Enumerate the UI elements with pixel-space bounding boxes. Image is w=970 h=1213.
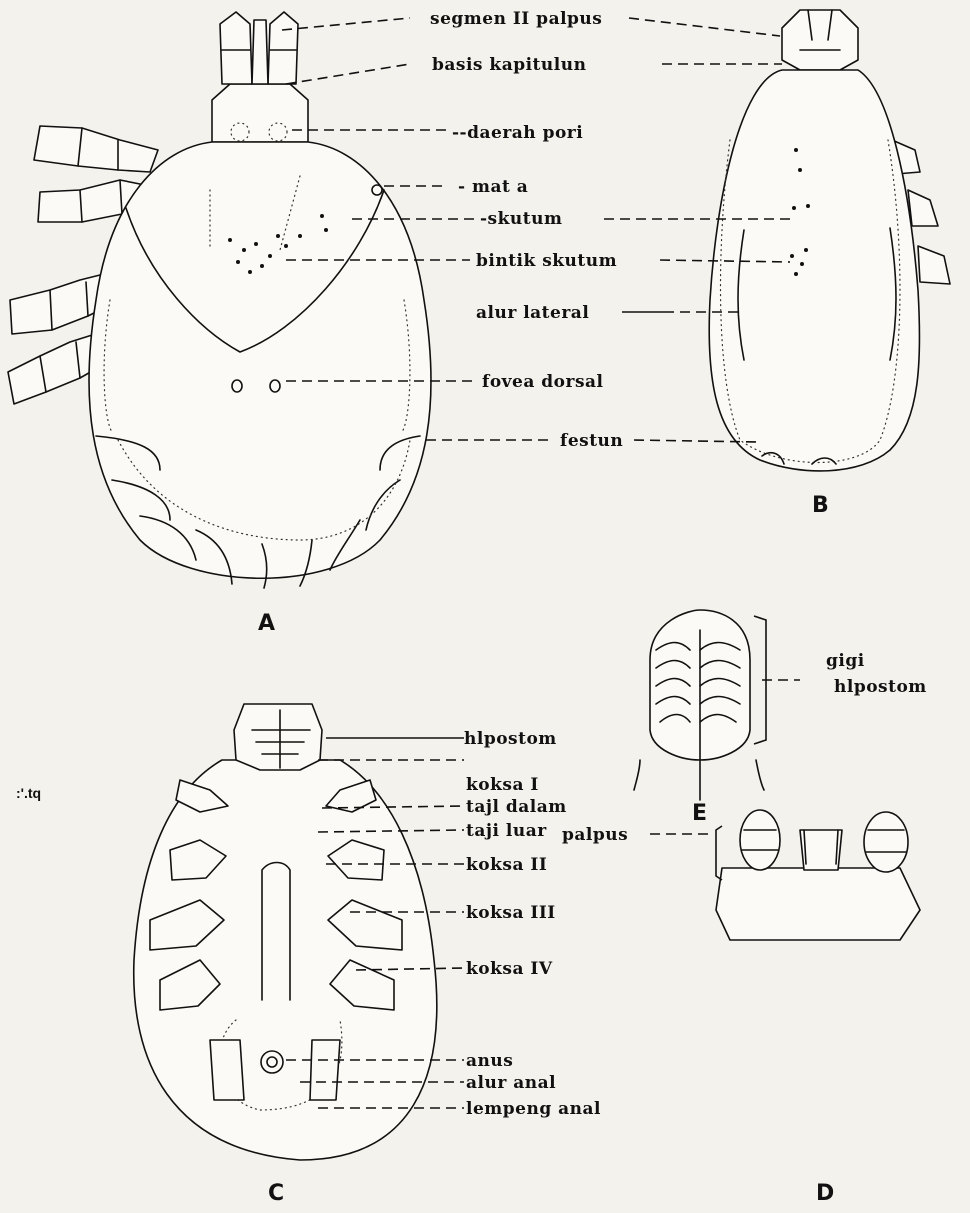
label-segmen-ii-palpus: segmen II palpus bbox=[430, 9, 602, 29]
label-koksa-iii: koksa III bbox=[466, 903, 556, 923]
body-outline-a bbox=[89, 142, 431, 578]
capitulum-a bbox=[212, 12, 308, 142]
label-skutum: -skutum bbox=[480, 209, 562, 229]
panel-a-dorsal-tick bbox=[8, 12, 431, 588]
label-festun: festun bbox=[560, 431, 623, 451]
panel-letter-e: E bbox=[692, 801, 707, 826]
panel-letter-b: B bbox=[812, 493, 829, 518]
label-tajl-dalam: tajl dalam bbox=[466, 797, 567, 817]
capitulum-b bbox=[782, 10, 858, 70]
palp-right bbox=[864, 812, 908, 872]
label-palpus: palpus bbox=[562, 825, 628, 845]
label-koksa-i: koksa I bbox=[466, 775, 539, 795]
label-bintik-skutum: bintik skutum bbox=[476, 251, 617, 271]
stray-mark: :'.tq bbox=[16, 785, 41, 801]
label-hipostom-c: hlpostom bbox=[464, 729, 557, 749]
label-fovea-dorsal: fovea dorsal bbox=[482, 372, 604, 392]
label-hipostom-e: hlpostom bbox=[834, 677, 927, 697]
label-alur-lateral: alur lateral bbox=[476, 303, 589, 323]
capitulum-c bbox=[234, 704, 322, 770]
label-daerah-pori: --daerah pori bbox=[452, 123, 583, 143]
label-gigi: gigi bbox=[826, 651, 865, 671]
body-outline-c bbox=[134, 760, 437, 1160]
panel-letter-d: D bbox=[816, 1181, 834, 1206]
panel-c-ventral bbox=[134, 704, 437, 1160]
label-lempeng-anal: lempeng anal bbox=[466, 1099, 601, 1119]
panel-letter-a: A bbox=[258, 611, 275, 636]
palp-left bbox=[740, 810, 780, 870]
body-outline-b bbox=[709, 70, 919, 471]
label-alur-anal: alur anal bbox=[466, 1073, 556, 1093]
panel-letter-c: C bbox=[268, 1181, 284, 1206]
label-taji-luar: taji luar bbox=[466, 821, 547, 841]
label-koksa-iv: koksa IV bbox=[466, 959, 553, 979]
panel-e-hypostome bbox=[634, 610, 764, 800]
label-koksa-ii: koksa II bbox=[466, 855, 547, 875]
label-mata: - mat a bbox=[458, 177, 528, 197]
panel-d-capitulum bbox=[716, 810, 920, 940]
panel-b-dorsal-male bbox=[709, 10, 950, 471]
label-basis-kapitulun: basis kapitulun bbox=[432, 55, 586, 75]
label-anus: anus bbox=[466, 1051, 513, 1071]
